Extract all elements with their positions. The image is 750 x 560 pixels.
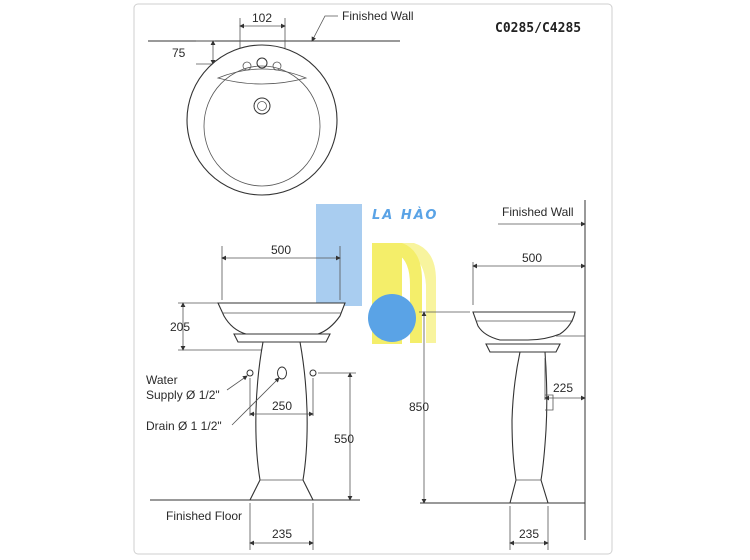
water-leader [226, 375, 248, 391]
drain-label: Drain Ø 1 1/2" [146, 419, 222, 433]
watermark-arc-2 [372, 243, 436, 343]
front-bowl [217, 302, 346, 335]
front-supply-hole-left [246, 369, 254, 377]
side-850-text: 850 [409, 400, 429, 414]
dim-75-text: 75 [172, 46, 186, 60]
front-view: 500 205 Water Supply Ø 1/2" Drain Ø 1 1/… [146, 243, 360, 550]
front-drain-hole [277, 366, 287, 380]
drawing-frame [133, 3, 613, 555]
faucet-deck [216, 68, 308, 85]
water-label-line1: Water [146, 373, 178, 387]
front-supply-hole-right [309, 369, 317, 377]
front-250-text: 250 [272, 399, 292, 413]
side-pedestal-notch [545, 394, 554, 411]
watermark-logo: LA HÀO [316, 204, 438, 344]
faucet-hole-right [272, 61, 282, 71]
front-pedestal [249, 341, 314, 501]
side-wall-label: Finished Wall [502, 205, 574, 219]
watermark-arc-1 [372, 243, 422, 343]
side-bowl-ledge [485, 343, 561, 353]
faucet-hole-center [256, 57, 268, 69]
watermark-blue-bar [316, 204, 362, 306]
drain-hole-inner [257, 101, 267, 111]
front-235-text: 235 [272, 527, 292, 541]
basin-outer-rim [186, 44, 338, 196]
top-wall-leader [311, 15, 338, 42]
side-view: Finished Wall 500 850 225 235 [409, 200, 586, 550]
drain-hole-outer [253, 97, 271, 115]
side-500-text: 500 [522, 251, 542, 265]
faucet-hole-left [242, 61, 252, 71]
side-bowl [472, 311, 576, 341]
dim-102-text: 102 [252, 11, 272, 25]
basin-bowl [203, 65, 321, 187]
front-550-text: 550 [334, 432, 354, 446]
top-wall-label: Finished Wall [342, 9, 414, 23]
side-225-text: 225 [553, 381, 573, 395]
front-500-text: 500 [271, 243, 291, 257]
watermark-circle [368, 294, 416, 342]
side-235-text: 235 [519, 527, 539, 541]
floor-label: Finished Floor [166, 509, 242, 523]
water-label-line2: Supply Ø 1/2" [146, 388, 220, 402]
front-bowl-ledge [233, 333, 331, 343]
front-205-text: 205 [170, 320, 190, 334]
model-code: C0285/C4285 [495, 21, 581, 36]
top-view: Finished Wall 102 75 [148, 9, 414, 196]
watermark-text: LA HÀO [372, 207, 438, 223]
drain-leader [231, 377, 280, 426]
